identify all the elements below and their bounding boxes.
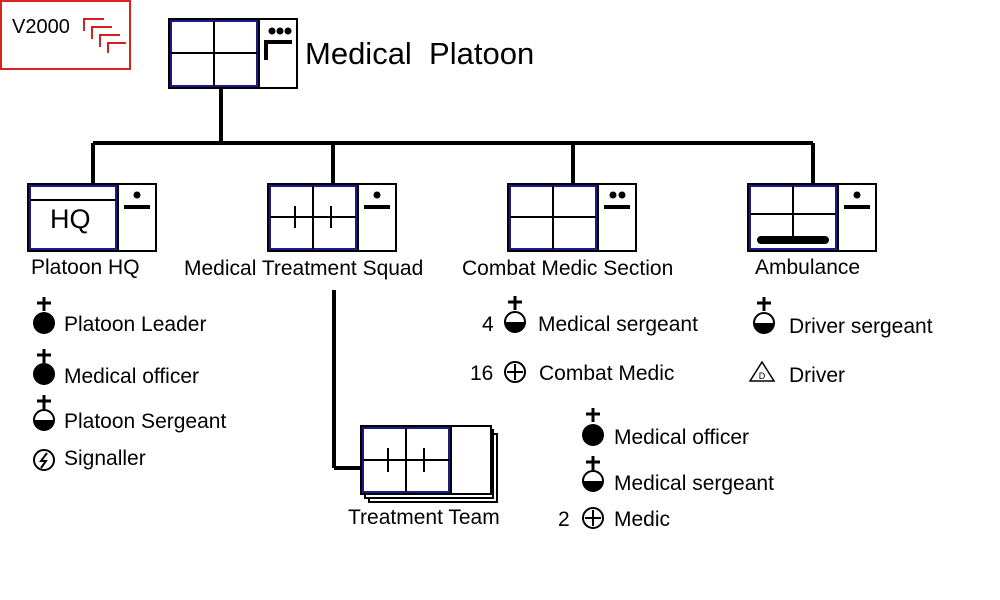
team-personnel-role: Medic bbox=[614, 508, 671, 531]
platoon-symbol bbox=[168, 18, 298, 89]
hq-personnel-item: Signaller bbox=[64, 447, 146, 470]
badge-steps-icon bbox=[83, 18, 126, 53]
nco-icon-3 bbox=[753, 297, 775, 334]
hq-symbol bbox=[27, 183, 157, 252]
ambulance-symbol bbox=[747, 183, 877, 252]
section-personnel-role: Combat Medic bbox=[539, 362, 675, 385]
officer-icon-2 bbox=[33, 349, 55, 385]
unit-label-squad: Medical Treatment Squad bbox=[184, 257, 424, 280]
diagram-title: Medical Platoon bbox=[305, 36, 535, 71]
unit-label-section: Combat Medic Section bbox=[462, 257, 674, 280]
nco-icon-1 bbox=[33, 395, 55, 431]
signaller-icon bbox=[33, 449, 55, 471]
section-personnel-role: Medical sergeant bbox=[538, 313, 698, 336]
ambulance-personnel-item: Driver sergeant bbox=[789, 315, 933, 338]
version-badge-text: V2000 bbox=[12, 16, 70, 38]
ambulance-personnel-item: Driver bbox=[789, 364, 845, 387]
connector-lines bbox=[91, 88, 815, 470]
unit-label-hq: Platoon HQ bbox=[31, 256, 140, 279]
officer-icon-1 bbox=[33, 297, 55, 334]
unit-label-ambulance: Ambulance bbox=[755, 256, 861, 279]
version-badge bbox=[0, 0, 131, 70]
medic-icon-1 bbox=[504, 361, 526, 383]
section-symbol bbox=[507, 183, 637, 252]
svg-text:D: D bbox=[759, 371, 766, 381]
unit-label-team: Treatment Team bbox=[348, 506, 500, 529]
section-personnel-count: 4 bbox=[482, 313, 494, 336]
team-personnel-role: Medical officer bbox=[614, 426, 750, 449]
driver-icon: D bbox=[748, 360, 776, 382]
medic-icon-2 bbox=[582, 507, 604, 529]
nco-icon-2 bbox=[504, 296, 526, 333]
hq-personnel-item: Platoon Leader bbox=[64, 313, 207, 336]
team-personnel-role: Medical sergeant bbox=[614, 472, 774, 495]
squad-symbol bbox=[267, 183, 397, 252]
officer-icon-3 bbox=[582, 408, 604, 446]
hq-personnel-item: Medical officer bbox=[64, 365, 200, 388]
hq-symbol-text: HQ bbox=[50, 204, 91, 234]
team-symbol bbox=[360, 425, 498, 503]
team-personnel-count: 2 bbox=[558, 508, 570, 531]
section-personnel-count: 16 bbox=[470, 362, 494, 385]
hq-personnel-item: Platoon Sergeant bbox=[64, 410, 227, 433]
nco-icon-4 bbox=[582, 456, 604, 492]
